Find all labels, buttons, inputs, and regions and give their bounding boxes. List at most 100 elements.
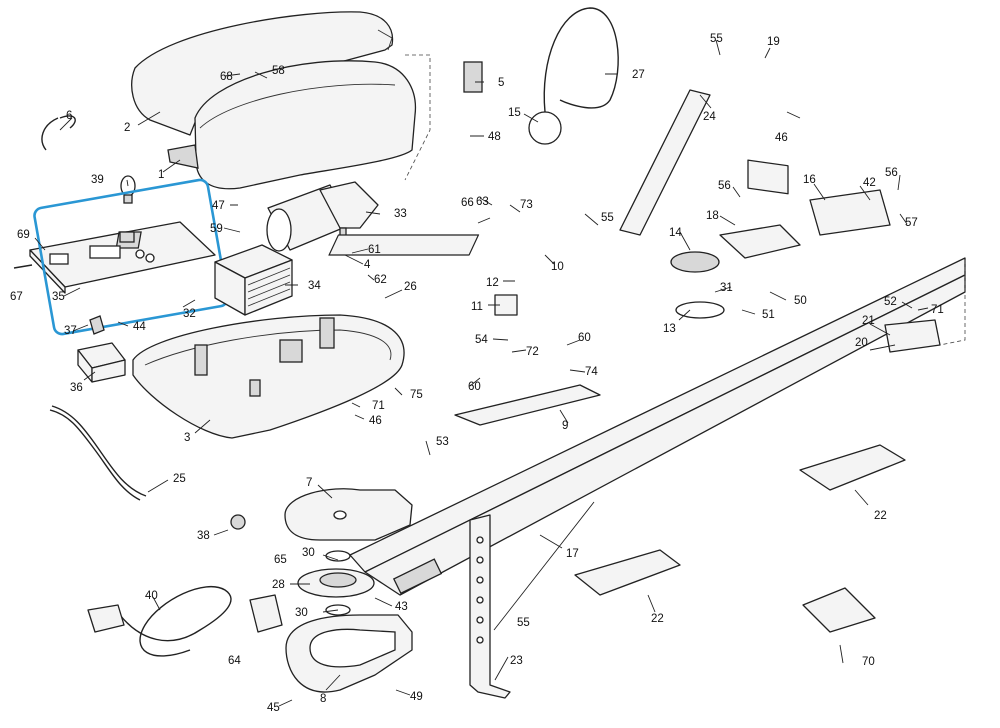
callout-label: 56 [885, 167, 898, 179]
callout-label: 75 [410, 389, 423, 401]
callout-label: 37 [64, 325, 77, 337]
callout-label: 43 [395, 601, 408, 613]
motor-part [266, 181, 379, 252]
callout-label: 59 [210, 223, 223, 235]
callout-label: 53 [436, 436, 449, 448]
callout-label: 8 [320, 693, 326, 705]
callout-label: 6 [66, 110, 72, 122]
lower-wheel-cover-part [285, 614, 413, 693]
callout-label: 67 [10, 291, 23, 303]
power-cord-part [119, 585, 232, 657]
callout-label: 30 [302, 547, 315, 559]
callout-label: 16 [803, 174, 816, 186]
callout-label: 32 [183, 308, 196, 320]
callout-label: 44 [133, 321, 146, 333]
callout-label: 25 [173, 473, 186, 485]
highlighted-control-board-region [33, 178, 229, 336]
callout-label: 3 [184, 432, 190, 444]
callout-label: 60 [468, 381, 481, 393]
callout-label: 21 [862, 315, 875, 327]
callout-label: 4 [364, 259, 371, 271]
callout-label: 18 [706, 210, 719, 222]
callout-label: 69 [17, 229, 30, 241]
callout-label: 47 [212, 200, 225, 212]
end-bracket-part [469, 514, 511, 699]
cover-assembly [131, 11, 417, 190]
callout-label: 7 [306, 477, 312, 489]
base-housing-part [132, 54, 431, 439]
callout-label: 71 [372, 400, 385, 412]
callout-label: 61 [368, 244, 381, 256]
callout-label: 74 [585, 366, 598, 378]
callout-labels: 1 2 3 4 5 6 7 8 9 10 11 12 13 14 15 16 1… [10, 33, 944, 714]
upper-wheel-cover-part [284, 488, 413, 541]
callout-label: 1 [158, 169, 164, 181]
callout-label: 11 [471, 301, 483, 313]
callout-label: 30 [295, 607, 308, 619]
callout-label: 48 [488, 131, 501, 143]
callout-label: 45 [267, 702, 280, 714]
callout-label: 9 [562, 420, 568, 432]
callout-label: 63 [476, 196, 489, 208]
callout-label: 55 [517, 617, 530, 629]
callout-label: 65 [274, 554, 287, 566]
callout-label: 2 [124, 122, 130, 134]
callout-label: 19 [767, 36, 780, 48]
callout-label: 15 [508, 107, 521, 119]
callout-label: 40 [145, 590, 158, 602]
callout-label: 46 [775, 132, 788, 144]
callout-label: 49 [410, 691, 423, 703]
callout-label: 58 [272, 65, 285, 77]
plug-part [87, 604, 125, 633]
wire-loop-part [41, 115, 76, 151]
callout-label: 62 [374, 274, 387, 286]
callout-label: 14 [669, 227, 682, 239]
transformer-part [214, 244, 293, 316]
callout-label: 31 [720, 282, 733, 294]
rail-part [349, 257, 966, 596]
small-hardware [230, 7, 941, 633]
callout-label: 55 [710, 33, 723, 45]
drive-gear-part [297, 550, 375, 616]
callout-label: 13 [663, 323, 676, 335]
control-board-part [13, 221, 216, 294]
callout-label: 35 [52, 291, 65, 303]
callout-label: 26 [404, 281, 417, 293]
callout-label: 66 [461, 197, 474, 209]
callout-label: 51 [762, 309, 775, 321]
callout-label: 73 [520, 199, 533, 211]
callout-label: 5 [498, 77, 504, 89]
callout-label: 52 [884, 296, 897, 308]
lamp-bulb-part [120, 175, 136, 204]
callout-label: 17 [566, 548, 579, 560]
callout-label: 72 [526, 346, 539, 358]
callout-label: 50 [794, 295, 807, 307]
callout-label: 34 [308, 280, 321, 292]
callout-label: 27 [632, 69, 645, 81]
callout-label: 23 [510, 655, 523, 667]
callout-label: 28 [272, 579, 285, 591]
callout-label: 33 [394, 208, 407, 220]
callout-label: 36 [70, 382, 83, 394]
callout-label: 55 [601, 212, 614, 224]
callout-label: 12 [486, 277, 499, 289]
callout-label: 42 [863, 177, 876, 189]
callout-label: 46 [369, 415, 382, 427]
terminal-block-part [77, 315, 126, 383]
callout-label: 22 [874, 510, 887, 522]
callout-label: 39 [91, 174, 104, 186]
callout-label: 24 [703, 111, 716, 123]
callout-label: 64 [228, 655, 241, 667]
callout-label: 10 [551, 261, 564, 273]
leader-lines [34, 39, 929, 707]
callout-label: 57 [905, 217, 918, 229]
callout-label: 68 [220, 71, 233, 83]
callout-label: 56 [718, 180, 731, 192]
callout-label: 38 [197, 530, 210, 542]
callout-label: 70 [862, 656, 875, 668]
cable-part [49, 409, 141, 501]
callout-label: 22 [651, 613, 664, 625]
callout-label: 20 [855, 337, 868, 349]
callout-label: 71 [931, 304, 944, 316]
